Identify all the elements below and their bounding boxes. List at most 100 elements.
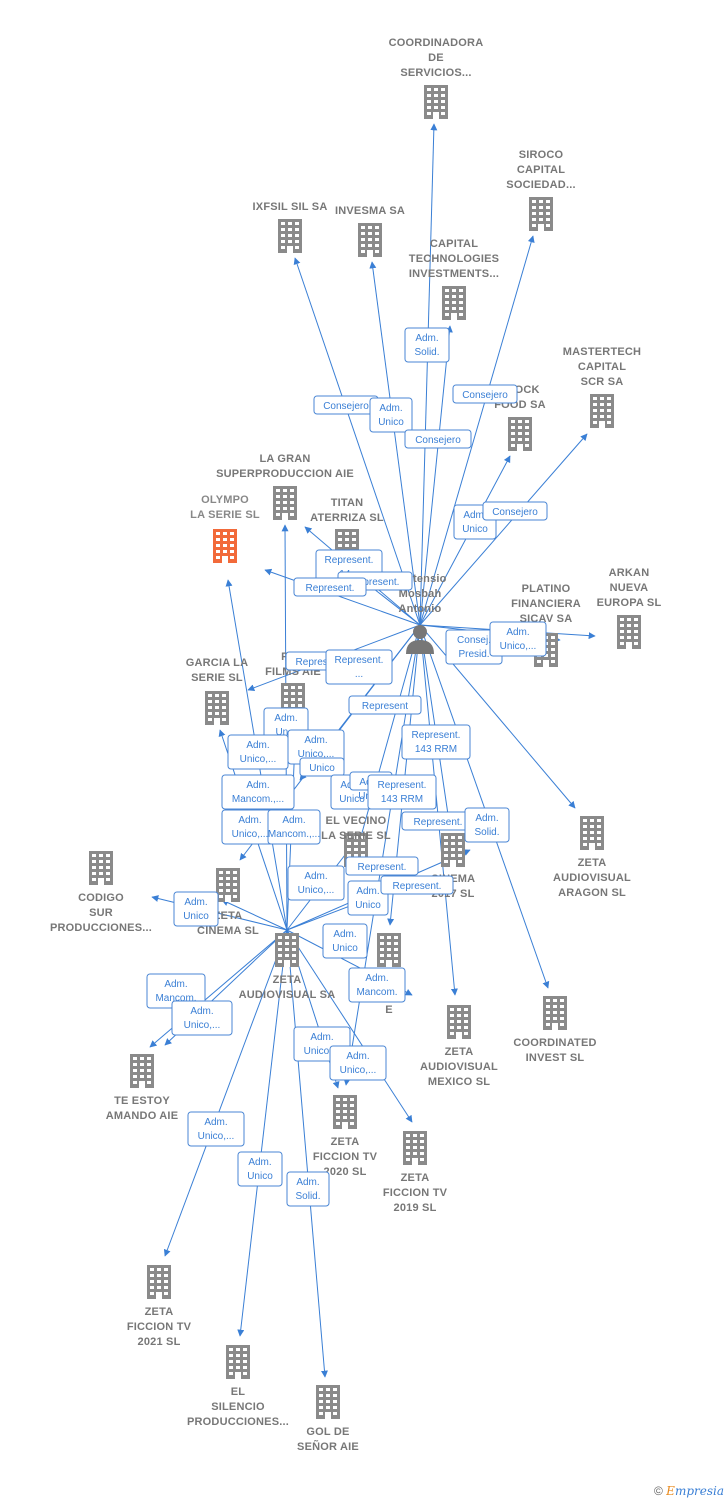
edge-role-label[interactable]: Consejero (482, 501, 548, 521)
edge-role-label[interactable]: Represent. (401, 811, 475, 831)
edge-role-label[interactable]: Adm.Mancom.,... (267, 809, 321, 845)
edge-role-line: Un... (275, 727, 296, 738)
node-label-line: Antonio (399, 603, 442, 615)
relationship-edge (419, 455, 511, 626)
node-label-line: MASTERTECH (563, 346, 641, 358)
node-label-line: CAPITAL (430, 238, 478, 250)
building-icon (617, 615, 641, 649)
edge-role-line: Represent. (325, 555, 374, 566)
relationship-edge (419, 325, 453, 626)
relationship-edge (293, 257, 421, 626)
edge-role-text: Adm.Unico,... (198, 1117, 235, 1142)
edge-role-label[interactable]: Adm.Unico,... (227, 734, 289, 770)
edge-role-line: Adm. (333, 929, 356, 940)
edge-role-label[interactable]: Adm.Mancom. (146, 973, 206, 1009)
edge-role-line: Unico,... (298, 885, 335, 896)
edge-role-line: Unico,... (198, 1131, 235, 1142)
edge-role-label[interactable]: Consejero (404, 429, 472, 449)
edge-role-line: Represent. (306, 583, 355, 594)
edge-role-label[interactable]: Represent.... (325, 649, 393, 685)
edge-role-label[interactable]: Represent. (380, 875, 454, 895)
edge-role-label[interactable]: Adm.Unico (347, 880, 389, 916)
node-label-line: CODIGO (78, 892, 124, 904)
edge-role-label[interactable]: Adm.Unico,... (187, 1111, 245, 1147)
node-ixfsil[interactable]: IXFSIL SIL SA (253, 201, 328, 253)
edge-role-text: Consejero (462, 390, 508, 401)
edge-role-label[interactable]: Adm.Solid. (404, 327, 450, 363)
edge-role-label[interactable]: Adm.Mancom. (348, 967, 406, 1003)
node-label-line: EL VECINO (326, 815, 387, 827)
building-icon (205, 691, 229, 725)
edge-role-line: Unico,... (500, 641, 537, 652)
building-icon (529, 197, 553, 231)
edge-role-label[interactable]: Adm.Unico (322, 923, 368, 959)
edge-role-label[interactable]: Adm.Unico,... (329, 1045, 387, 1081)
edge-role-text: Adm.Unico,... (340, 1051, 377, 1076)
edge-role-line: Adm. (356, 886, 379, 897)
node-invesma[interactable]: INVESMA SA (335, 205, 405, 257)
relationship-edge (286, 929, 328, 1378)
edge-role-label[interactable]: Adm.Unico (369, 397, 413, 433)
edge-role-box (287, 865, 345, 901)
building-icon (130, 1054, 154, 1088)
edge-role-line: Mancom. (155, 993, 196, 1004)
edge-role-label[interactable]: Represent (348, 695, 422, 715)
edge-role-label[interactable]: Adm.Solid. (464, 807, 510, 843)
edge-labels-layer: Adm.Solid.ConsejeroConsejeroAdm.UnicoCon… (146, 327, 548, 1207)
edge-role-box (401, 724, 471, 760)
node-label-line: AUDIOVISUAL SA (239, 989, 336, 1001)
edge-role-label[interactable]: Consejero (452, 384, 518, 404)
edge-role-label[interactable]: Adm.Unico,... (489, 621, 547, 657)
edge-role-label[interactable]: Adm.Solid. (286, 1171, 330, 1207)
edge-role-label[interactable]: Adm.Unico,... (287, 865, 345, 901)
edge-role-label[interactable]: Adm.Unico (237, 1151, 283, 1187)
node-label-line: E (385, 1004, 393, 1016)
edge-role-line: Represent. (378, 780, 427, 791)
edge-role-label[interactable]: Represent.143 RRM (401, 724, 471, 760)
node-label-line: PLATINO (522, 583, 571, 595)
edge-role-box (464, 807, 510, 843)
edge-role-box (345, 856, 419, 876)
edge-role-label[interactable]: Consejero (313, 395, 379, 415)
brand-logo-rest[interactable]: mpresia (674, 1484, 724, 1498)
edge-role-label[interactable]: Represent.143 RRM (367, 774, 437, 810)
edge-role-label[interactable]: Adm.Unico (173, 891, 219, 927)
edge-role-label[interactable]: Adm.Mancom.,... (221, 774, 295, 810)
edge-role-label[interactable]: Represent. (345, 856, 419, 876)
relationship-edge (419, 123, 438, 626)
edge-role-label[interactable]: Unico (299, 757, 345, 777)
edge-role-line: Unico (183, 911, 209, 922)
edge-role-label[interactable]: Represent. (293, 577, 367, 597)
brand-logo-initial[interactable]: E (666, 1484, 675, 1498)
building-icon (441, 833, 465, 867)
node-label-line: INVESMA SA (335, 205, 405, 217)
edge-role-label[interactable]: Adm.Unico,... (171, 1000, 233, 1036)
building-icon (226, 1345, 250, 1379)
